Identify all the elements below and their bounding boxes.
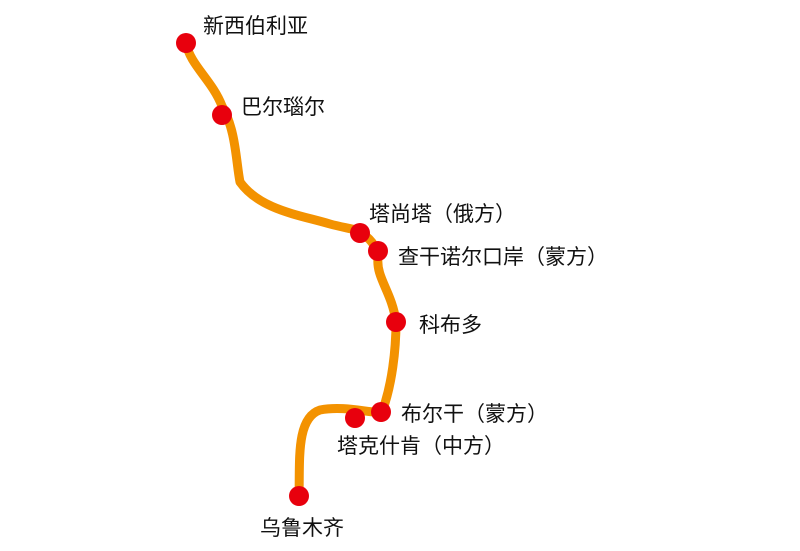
station-dot[interactable] <box>371 402 391 422</box>
station-tashanta[interactable]: 塔尚塔（俄方） <box>350 202 516 243</box>
station-dot[interactable] <box>368 241 388 261</box>
station-label: 乌鲁木齐 <box>260 516 344 540</box>
station-novosibirsk[interactable]: 新西伯利亚 <box>176 14 308 53</box>
station-urumqi[interactable]: 乌鲁木齐 <box>260 486 344 540</box>
station-dot[interactable] <box>350 223 370 243</box>
station-dot[interactable] <box>176 33 196 53</box>
station-label: 科布多 <box>419 313 482 337</box>
station-takeshiken[interactable]: 塔克什肯（中方） <box>337 408 505 458</box>
station-label: 塔克什肯（中方） <box>337 434 505 458</box>
station-bulgan[interactable]: 布尔干（蒙方） <box>371 402 548 426</box>
station-dot[interactable] <box>386 312 406 332</box>
station-label: 新西伯利亚 <box>203 14 308 38</box>
station-barnaul[interactable]: 巴尔瑙尔 <box>212 95 325 125</box>
station-dot[interactable] <box>289 486 309 506</box>
station-dot[interactable] <box>212 105 232 125</box>
station-label: 布尔干（蒙方） <box>401 402 548 426</box>
station-label: 巴尔瑙尔 <box>241 95 325 119</box>
station-label: 塔尚塔（俄方） <box>369 202 516 226</box>
station-label: 查干诺尔口岸（蒙方） <box>398 245 608 269</box>
station-tsagaannuur[interactable]: 查干诺尔口岸（蒙方） <box>368 241 608 269</box>
station-khovd[interactable]: 科布多 <box>386 312 482 337</box>
station-dot[interactable] <box>345 408 365 428</box>
